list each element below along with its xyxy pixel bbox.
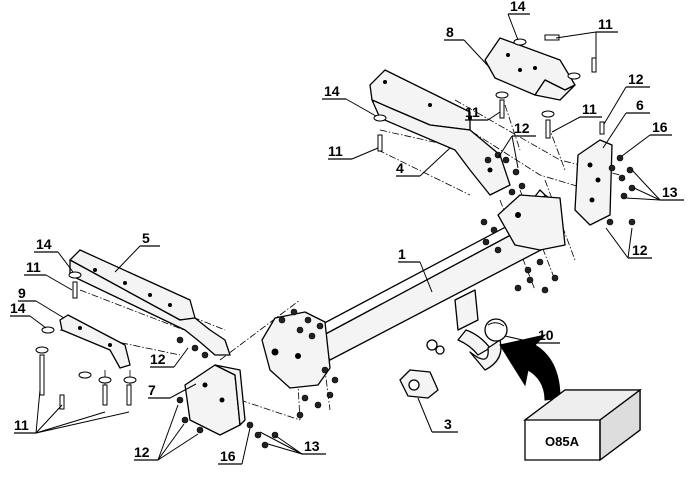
callout-16-bottom: 16	[220, 448, 236, 464]
end-plate-7	[184, 364, 246, 436]
leader-lines	[10, 13, 684, 465]
callout-13-bottom: 13	[304, 438, 320, 454]
socket-bracket-3	[399, 369, 439, 399]
end-plate-6	[574, 139, 613, 226]
callout-11-right: 11	[582, 101, 597, 117]
callout-labels: 1 3 4 5 6 7 8 9 10 11 11 11 11 11 11 12 …	[10, 0, 678, 464]
callout-12-left: 12	[150, 351, 166, 367]
bolt-set	[39, 34, 605, 410]
callout-1: 1	[398, 246, 406, 262]
callout-11-left: 11	[328, 143, 343, 159]
washer-set	[35, 38, 581, 384]
callout-6: 6	[636, 97, 644, 113]
callout-12-mid: 12	[514, 120, 530, 136]
callout-12-top-right: 12	[628, 71, 644, 87]
callout-10: 10	[538, 327, 554, 343]
direction-arrow-icon	[499, 334, 561, 401]
callout-14-bottom: 14	[10, 300, 26, 316]
callout-12-right: 12	[632, 242, 648, 258]
bracket-9	[59, 314, 131, 369]
callout-11-bottom: 11	[14, 417, 29, 433]
reference-code: O85A	[545, 434, 580, 449]
callout-3: 3	[444, 416, 452, 432]
callout-12-bottom: 12	[134, 444, 150, 460]
callout-11-mid: 11	[465, 104, 480, 120]
callout-8: 8	[446, 24, 454, 40]
side-rail-5	[69, 249, 231, 356]
callout-13-right: 13	[662, 184, 678, 200]
callout-14-top: 14	[510, 0, 526, 14]
bracket-8	[484, 37, 576, 101]
callout-16-right: 16	[652, 119, 668, 135]
tow-ball-10	[426, 318, 508, 371]
callout-9: 9	[18, 285, 26, 301]
callout-11-far-left: 11	[26, 259, 41, 275]
reference-box: O85A	[523, 388, 642, 462]
callout-14-left: 14	[36, 236, 52, 252]
main-crossbar-1	[261, 189, 566, 389]
callout-14-mid: 14	[324, 83, 340, 99]
callout-11-top: 11	[598, 16, 613, 32]
side-rail-4	[369, 69, 511, 196]
callout-4: 4	[396, 160, 404, 176]
callout-5: 5	[142, 230, 150, 246]
nut-set	[176, 151, 636, 449]
callout-7: 7	[148, 382, 156, 398]
